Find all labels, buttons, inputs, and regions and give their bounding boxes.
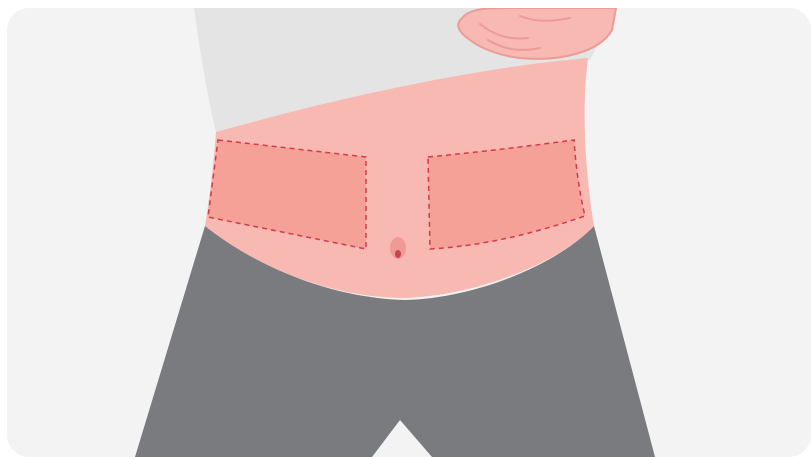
illustration-card	[7, 8, 811, 457]
abdomen-illustration	[7, 8, 811, 457]
navel-icon	[390, 237, 406, 259]
